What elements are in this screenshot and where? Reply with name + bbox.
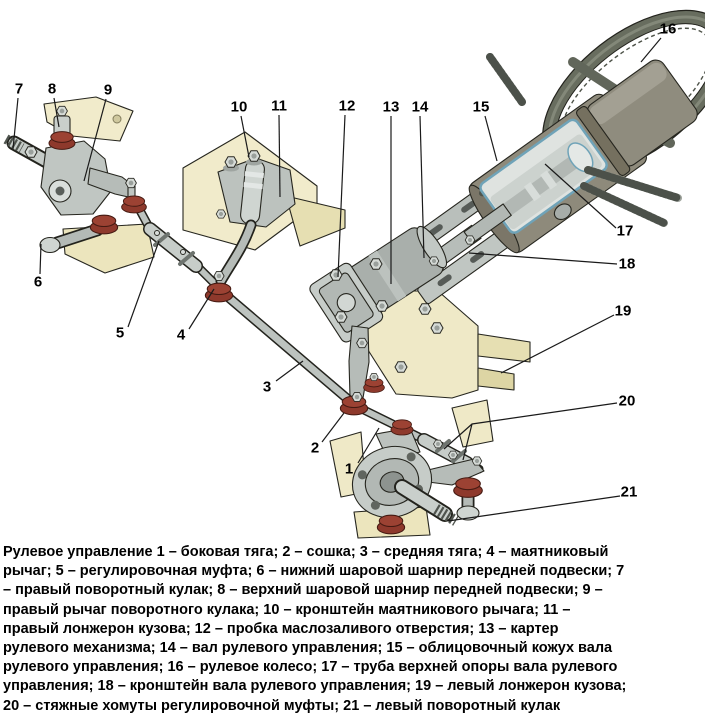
left-stub-axle-threads (433, 504, 459, 526)
caption-line: рычаг; 5 – регулировочная муфта; 6 – ниж… (3, 563, 625, 580)
leader-line-9 (83, 98, 107, 182)
leader-line-7 (12, 97, 19, 150)
part-label-11: 11 (271, 98, 287, 115)
part-label-14: 14 (412, 99, 429, 116)
part-label-16: 16 (660, 21, 677, 38)
caption-line: управления; 18 – кронштейн вала рулевого… (3, 678, 627, 695)
caption-line: 20 – стяжные хомуты регулировочной муфты… (3, 697, 561, 714)
leader-line-2 (321, 412, 345, 443)
leader-line-3 (275, 360, 304, 382)
part-label-6: 6 (34, 274, 42, 291)
leader-line-21 (447, 495, 621, 522)
part-label-1: 1 (345, 461, 353, 478)
leader-line-16 (640, 37, 662, 63)
turn-signal-stalks (486, 53, 682, 227)
part-label-20: 20 (619, 393, 636, 410)
left-adjusting-sleeve (418, 434, 473, 469)
part-label-19: 19 (615, 303, 632, 320)
part-label-21: 21 (621, 484, 638, 501)
left-body-longeron-bracket (367, 290, 531, 399)
idler-arm-bracket (217, 157, 296, 228)
leader-line-19 (500, 314, 615, 374)
leader-line-15 (484, 115, 498, 162)
caption-line: рулевого механизма; 14 – вал рулевого уп… (3, 640, 613, 657)
caption-line: Рулевое управление 1 – боковая тяга; 2 –… (3, 544, 609, 560)
part-label-7: 7 (15, 81, 23, 98)
part-label-17: 17 (617, 223, 634, 240)
leader-line-5 (127, 240, 160, 328)
part-label-9: 9 (104, 82, 112, 99)
leader-line-12 (337, 114, 346, 278)
leader-line-18 (468, 252, 618, 265)
part-label-18: 18 (619, 256, 636, 273)
part-label-3: 3 (263, 379, 271, 396)
leader-line-17 (544, 163, 617, 229)
part-label-12: 12 (339, 98, 356, 115)
steering-gear (309, 225, 448, 343)
caption-line: правый лонжерон кузова; 12 – пробка масл… (3, 620, 559, 637)
center-link (216, 286, 362, 412)
steering-column (365, 59, 698, 315)
part-label-15: 15 (473, 99, 490, 116)
leader-line-14 (419, 115, 425, 259)
part-label-4: 4 (177, 327, 186, 344)
right-knuckle (3, 115, 136, 254)
leader-line-6 (39, 243, 42, 275)
column-hub-shroud (576, 59, 698, 176)
figure-caption: Рулевое управление 1 – боковая тяга; 2 –… (3, 543, 705, 716)
part-label-2: 2 (311, 440, 319, 457)
leader-line-10 (240, 115, 250, 158)
caption-line: рулевого управления; 16 – рулевое колесо… (3, 659, 618, 676)
part-label-5: 5 (116, 325, 124, 342)
leader-line-4 (188, 288, 215, 330)
caption-line: – правый поворотный кулак; 8 – верхний ш… (3, 582, 603, 599)
left-knuckle (351, 427, 485, 526)
leader-line-20 (462, 423, 473, 461)
oil-filler-plug (329, 269, 343, 281)
lower-ball-joint (39, 236, 61, 254)
leader-line-8 (53, 97, 60, 128)
part-label-10: 10 (231, 99, 248, 116)
part-label-8: 8 (48, 81, 56, 98)
leader-line-11 (278, 114, 281, 198)
caption-line: правый рычаг поворотного кулака; 10 – кр… (3, 601, 571, 618)
part-label-13: 13 (383, 99, 400, 116)
leader-line-1 (357, 427, 380, 464)
right-side-rod (131, 198, 222, 291)
